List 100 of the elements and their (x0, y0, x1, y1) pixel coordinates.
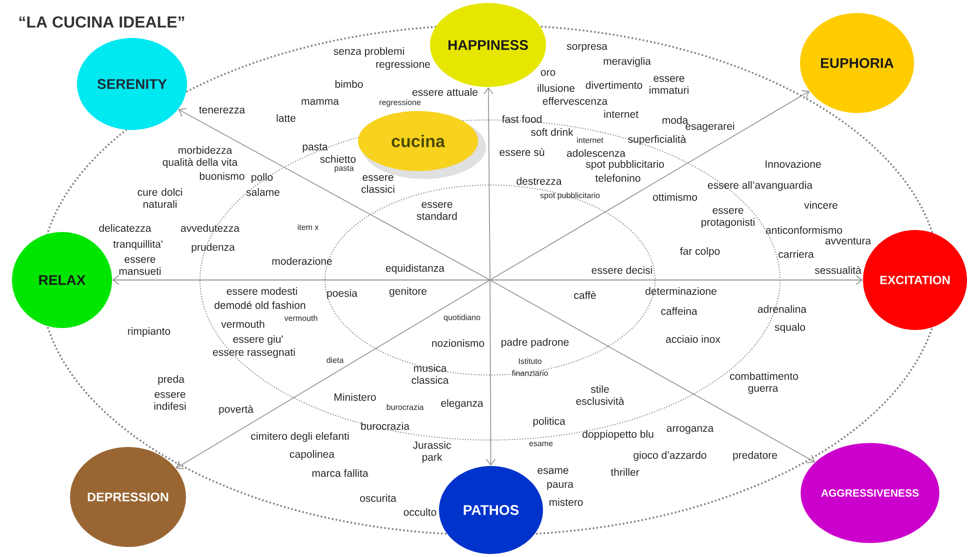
keyword: carriera (778, 250, 814, 258)
keyword: effervescenza (542, 97, 608, 105)
keyword: adolescenza (566, 149, 626, 157)
keyword: superficialità (628, 135, 686, 145)
keyword: destrezza (516, 177, 562, 185)
arrow (178, 108, 490, 280)
keyword: pollo (252, 173, 273, 183)
keyword: fast food (502, 115, 542, 123)
keyword: essere modesti (226, 287, 297, 295)
keyword: quotidiano (444, 314, 480, 322)
keyword: predatore (733, 451, 777, 461)
keyword: avvedutezza (180, 224, 240, 232)
keyword: mamma (302, 99, 339, 105)
keyword: ottimismo (653, 193, 698, 201)
keyword: burocrazia (386, 404, 424, 410)
keyword: dieta (326, 357, 344, 363)
keyword: squalo (774, 323, 806, 333)
keyword: morbidezza (178, 146, 232, 154)
keyword: Istituto finanziario (512, 358, 548, 376)
arrow (483, 87, 494, 280)
keyword: sessualità (814, 266, 862, 274)
keyword: capolinea (290, 450, 334, 460)
keyword: preda (158, 375, 184, 385)
keyword: povertà (219, 405, 254, 415)
keyword: stile esclusività (576, 385, 624, 405)
keyword: essere all’avanguardia (708, 181, 812, 191)
keyword: internet (604, 110, 638, 118)
arrow (490, 280, 816, 464)
keyword: nozionismo (432, 339, 484, 347)
keyword: regressione (380, 99, 421, 107)
keyword: eleganza (441, 399, 484, 409)
keyword: essere decisi (592, 266, 652, 274)
keyword: arroganza (666, 426, 714, 434)
keyword: caffè (574, 291, 596, 299)
keyword: delicatezza (99, 224, 152, 232)
keyword: Innovazione (766, 160, 821, 168)
arrow (176, 280, 490, 470)
keyword: musica classica (412, 364, 449, 384)
keyword: pasta (334, 166, 354, 172)
keyword: divertimento (586, 81, 642, 89)
keyword: far colpo (680, 247, 720, 257)
keyword: essere attuale (412, 88, 478, 96)
keyword: determinazione (646, 287, 716, 295)
keyword: illusione (538, 84, 574, 92)
keyword: guerra (748, 386, 778, 394)
keyword: spot pubblicitario (540, 192, 600, 200)
keyword: senza problemi (334, 47, 404, 57)
keyword: essere standard (416, 202, 457, 220)
keyword: salame (246, 188, 280, 196)
keyword: bimbo (335, 80, 363, 88)
arrow (490, 275, 863, 285)
keyword: rimpianto (128, 327, 170, 337)
keyword: sorpresa (566, 44, 608, 52)
keyword: moda (662, 116, 688, 124)
keyword: essere immaturi (650, 76, 688, 94)
keyword: demodé old fashion (214, 301, 306, 309)
keyword: genitore (389, 287, 426, 297)
keyword: cimitero degli elefanti (251, 432, 349, 442)
keyword: thriller (610, 468, 640, 476)
keyword: caffeina (661, 307, 698, 315)
keyword: prudenza (192, 243, 235, 253)
keyword: telefonino (595, 174, 640, 182)
keyword: equidistanza (386, 264, 444, 274)
keyword: anticonformismo (766, 226, 842, 234)
arrow (490, 90, 810, 280)
keyword: tenerezza (199, 106, 246, 114)
keyword: essere sù (500, 148, 544, 156)
keyword: essere protagonisti (702, 208, 754, 228)
keyword: item x (298, 224, 319, 230)
keyword: buonismo (200, 172, 244, 180)
keyword: essere giu' (233, 335, 283, 345)
keyword: moderazione (272, 257, 332, 265)
keyword: gioco d’azzardo (634, 451, 706, 461)
keyword: padre padrone (502, 338, 569, 348)
keyword: combattimento (730, 372, 798, 380)
keyword: vermouth (284, 315, 318, 321)
keyword: vincere (804, 201, 838, 209)
arrow (112, 275, 490, 285)
title: “LA CUCINA IDEALE” (19, 16, 184, 28)
keyword: politica (533, 417, 566, 427)
keyword: soft drink (531, 128, 574, 136)
arrow (486, 280, 496, 466)
keyword: latte (276, 114, 296, 122)
keyword: Jurassic park (412, 441, 451, 463)
keyword: essere mansueti (119, 257, 161, 275)
keyword: essere rassegnati (213, 348, 295, 358)
keyword: oscurita (360, 494, 396, 502)
keyword: acciaio inox (666, 335, 720, 343)
keyword: vermouth (221, 320, 264, 328)
keyword: adrenalina (758, 305, 807, 313)
keyword: poesia (327, 289, 358, 299)
keyword: esagerarei (686, 122, 734, 132)
keyword: cure dolci naturali (138, 188, 182, 208)
keyword: marca fallita (312, 469, 368, 477)
keyword: pasta (302, 144, 328, 152)
keyword: meraviglia (604, 57, 651, 67)
keyword: spot pubblicitario (586, 160, 664, 170)
keyword: qualità della vita (162, 158, 238, 168)
keyword: doppiopetto blu (582, 430, 654, 440)
keyword: esame (529, 442, 553, 446)
